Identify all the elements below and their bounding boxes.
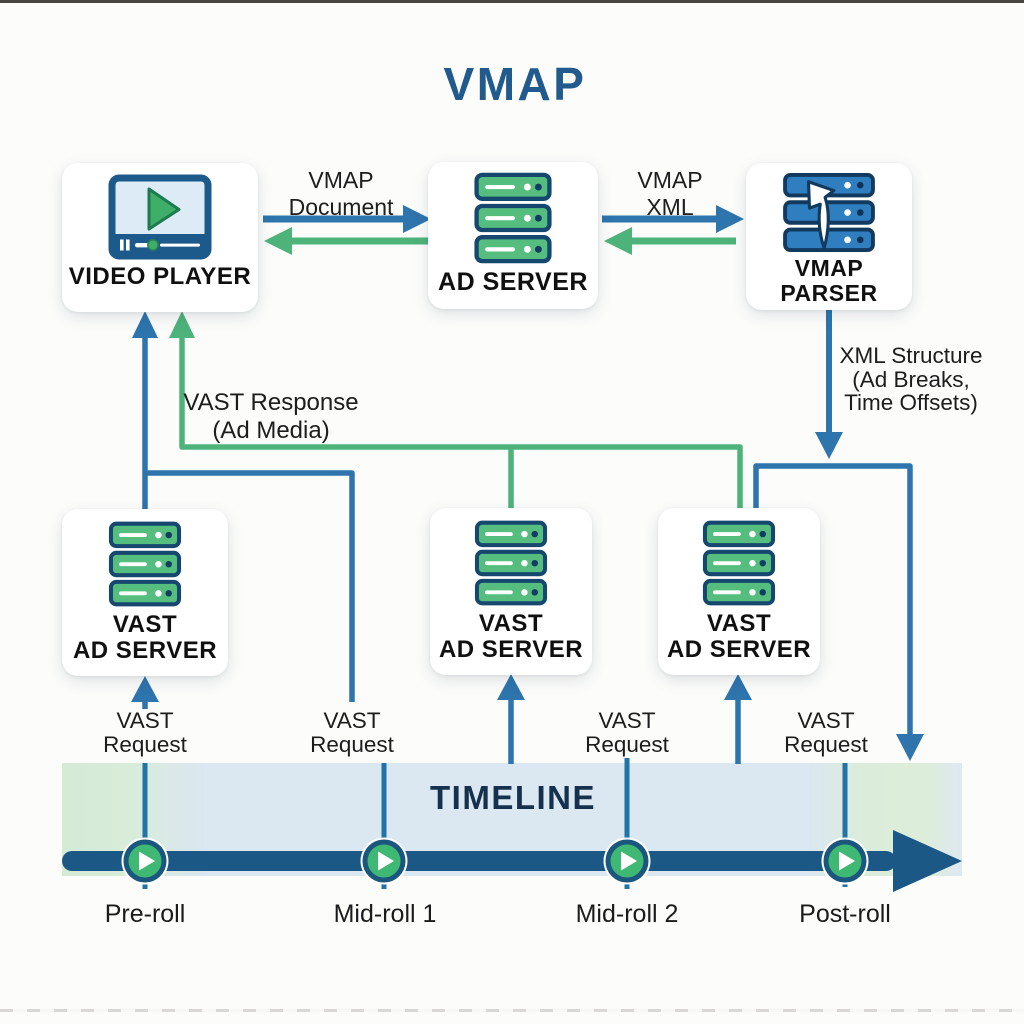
node-vmap-parser: VMAP PARSER bbox=[746, 163, 912, 310]
edge-label-vast-request-midroll1: VAST Request bbox=[310, 708, 394, 757]
edge-label-vmap-document: VMAP Document bbox=[288, 167, 394, 220]
node-label: AD SERVER bbox=[438, 268, 588, 296]
server-stack-green-icon bbox=[108, 521, 182, 607]
edge-label-vast-request-preroll: VAST Request bbox=[103, 708, 187, 757]
arrow-adserver-to-player bbox=[264, 227, 433, 255]
top-border-artifact bbox=[0, 0, 1024, 3]
timeline-arrow bbox=[62, 830, 962, 892]
edge-label-vast-request-midroll2: VAST Request bbox=[585, 708, 669, 757]
marker-label-midroll2: Mid-roll 2 bbox=[575, 900, 679, 928]
arrow-parser-to-adserver bbox=[604, 227, 736, 255]
marker-label-midroll1: Mid-roll 1 bbox=[333, 900, 437, 928]
arrow-request-up-vast2 bbox=[497, 674, 525, 764]
play-marker-postroll bbox=[821, 837, 869, 885]
edge-label-xml-structure: XML Structure (Ad Breaks, Time Offsets) bbox=[839, 343, 983, 415]
edge-label-vmap-xml: VMAP XML bbox=[637, 167, 703, 220]
node-vast-ad-server-1: VAST AD SERVER bbox=[62, 509, 228, 676]
arrow-xml-structure-down bbox=[815, 302, 843, 459]
marker-label-preroll: Pre-roll bbox=[104, 900, 186, 928]
node-vast-ad-server-2: VAST AD SERVER bbox=[430, 508, 592, 675]
arrow-vmap-xml bbox=[602, 205, 744, 233]
play-marker-midroll1 bbox=[360, 837, 408, 885]
node-label: VAST AD SERVER bbox=[438, 610, 584, 663]
play-marker-midroll2 bbox=[603, 837, 651, 885]
diagram-title: VMAP bbox=[443, 58, 587, 110]
line-bracket-to-timeline bbox=[753, 463, 924, 761]
node-vast-ad-server-3: VAST AD SERVER bbox=[658, 508, 820, 675]
node-label: VAST AD SERVER bbox=[666, 610, 812, 663]
arrow-request-up-vast3 bbox=[724, 674, 752, 764]
server-stack-green-icon bbox=[474, 172, 552, 264]
line-vast-response-green bbox=[169, 311, 743, 510]
node-ad-server: AD SERVER bbox=[428, 162, 598, 309]
arrow-vmap-document bbox=[263, 205, 431, 233]
video-player-icon bbox=[108, 174, 212, 260]
node-label: VMAP PARSER bbox=[780, 255, 878, 306]
bottom-border-artifact bbox=[0, 1009, 1024, 1012]
server-stack-green-icon bbox=[702, 520, 776, 606]
marker-label-postroll: Post-roll bbox=[799, 900, 891, 928]
server-stack-blue-parser-icon bbox=[783, 172, 875, 253]
node-label: VAST AD SERVER bbox=[72, 611, 218, 664]
server-stack-green-icon bbox=[474, 520, 548, 606]
node-label: VIDEO PLAYER bbox=[68, 263, 252, 290]
node-video-player: VIDEO PLAYER bbox=[62, 163, 258, 312]
arrow-request-up-vast1 bbox=[131, 676, 159, 709]
line-vast-request-trunk-blue bbox=[132, 311, 355, 702]
edge-label-vast-response: VAST Response (Ad Media) bbox=[183, 389, 359, 444]
edge-label-vast-request-postroll: VAST Request bbox=[784, 708, 868, 757]
timeline-title: TIMELINE bbox=[430, 779, 596, 816]
play-marker-preroll bbox=[121, 837, 169, 885]
